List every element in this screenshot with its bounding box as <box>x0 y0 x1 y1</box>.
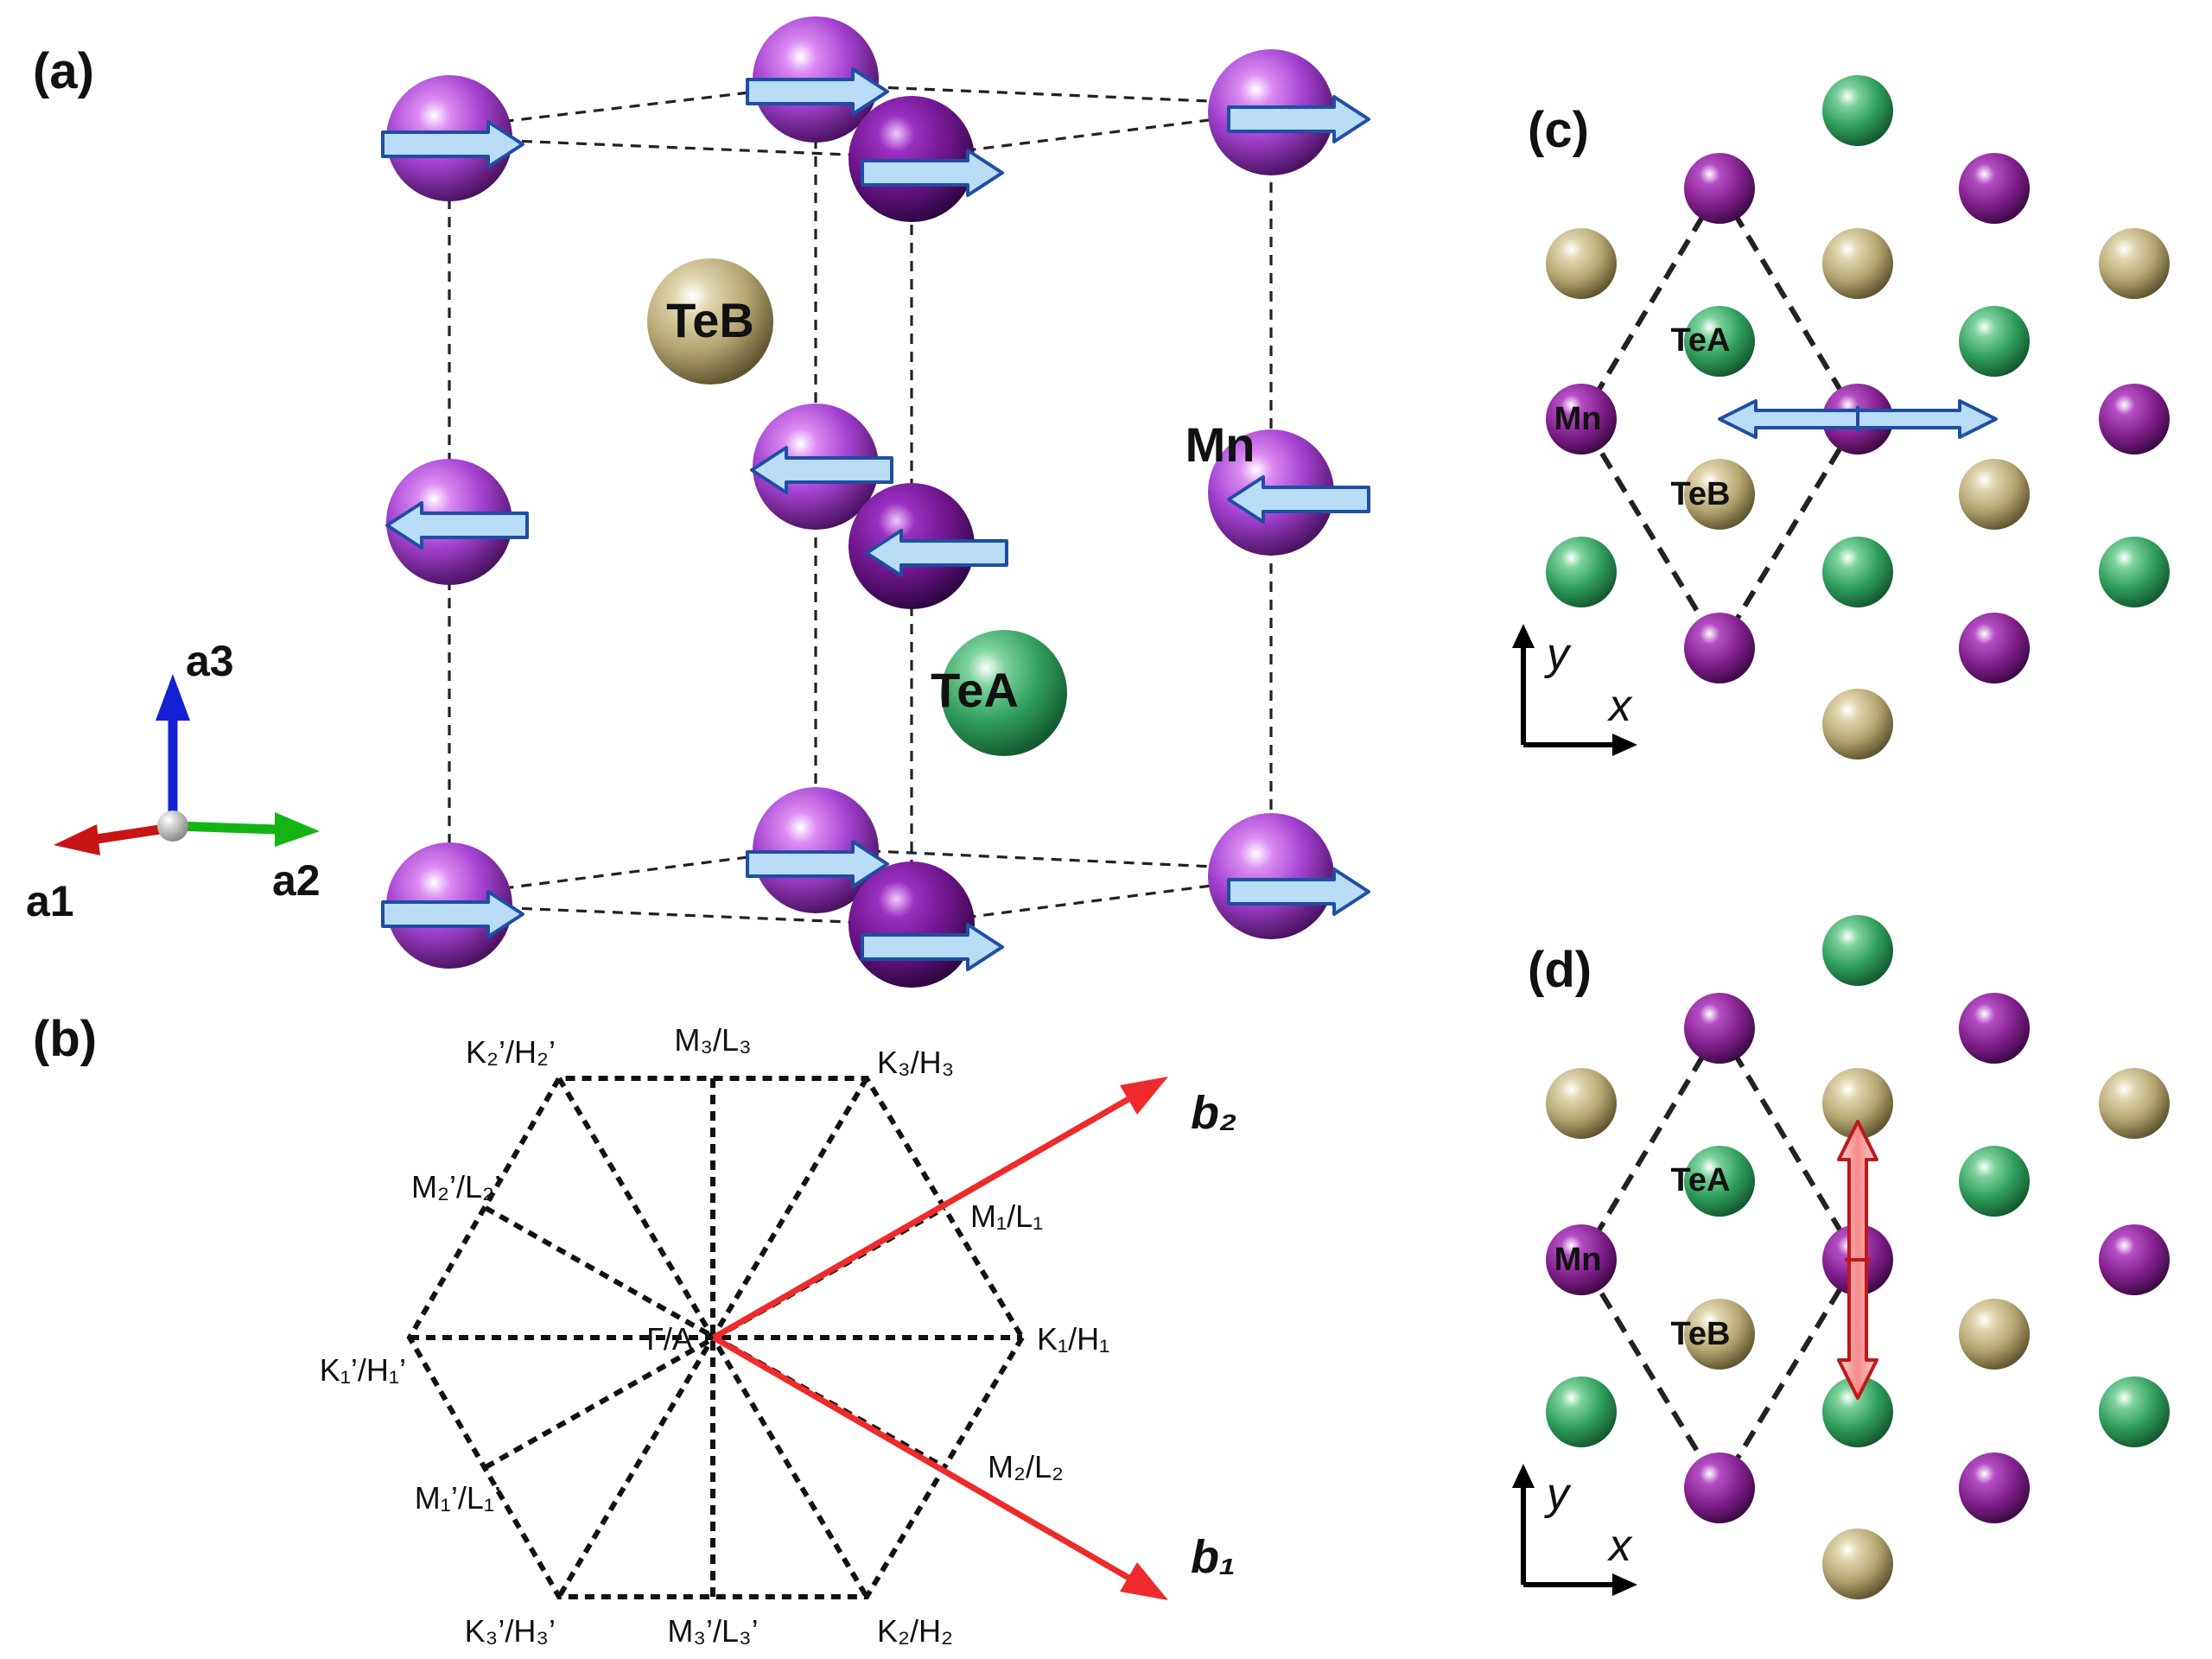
mn-atom-small <box>1684 613 1755 683</box>
axis-a1-label: a1 <box>26 877 74 925</box>
tea-atom-small <box>1959 306 2030 377</box>
spin-arrow <box>1227 868 1370 916</box>
mn-label: Mn <box>1185 417 1255 472</box>
mn-atom-small <box>1959 153 2030 224</box>
teb-atom-small <box>1822 1068 1893 1139</box>
mn-atom-small <box>1546 384 1617 454</box>
bz-m2p-label: M₂’/L₂’ <box>411 1169 501 1205</box>
x-axis-label-d: x <box>1606 1521 1633 1571</box>
spin-arrow <box>865 529 1008 577</box>
tea-atom-small <box>1684 1146 1755 1217</box>
bz-m1p-label: M₁’/L₁’ <box>415 1480 501 1516</box>
panel-label-a: (a) <box>33 43 94 99</box>
spin-arrows-left <box>385 446 1370 577</box>
spin-arrow <box>746 840 889 888</box>
spin-arrow <box>1227 475 1370 524</box>
tea-atom-small <box>1822 537 1893 607</box>
teb-atom-small <box>1822 228 1893 299</box>
mn-label-c: Mn <box>1554 401 1602 437</box>
mn-atom-small <box>2099 384 2170 454</box>
tea-atom-small <box>1959 1146 2030 1217</box>
panel-label-d: (d) <box>1528 942 1592 998</box>
reciprocal-vectors: b₂ b₁ <box>712 1077 1237 1600</box>
tea-atom-small <box>1546 1376 1617 1447</box>
spin-arrow <box>1227 95 1370 143</box>
b1-label: b₁ <box>1191 1531 1236 1583</box>
mn-atoms <box>386 16 1334 988</box>
mn-atom-small <box>1684 1452 1755 1523</box>
bz-m1-label: M₁/L₁ <box>970 1198 1043 1234</box>
teb-label: TeB <box>666 293 754 347</box>
mn-atom-small <box>2099 1224 2170 1295</box>
spin-arrow <box>861 149 1004 197</box>
mn-atom-bot-3 <box>1208 813 1334 939</box>
tea-atom-small <box>1684 306 1755 377</box>
mn-atom-small <box>1684 993 1755 1064</box>
spin-arrow <box>861 923 1004 971</box>
teb-atom-small <box>1546 228 1617 299</box>
topview-d: TeA TeB Mn y x <box>1512 915 2170 1599</box>
y-axis-label-d: y <box>1544 1469 1572 1519</box>
panel-label-b: (b) <box>33 1011 97 1067</box>
spin-arrow <box>381 890 524 938</box>
tea-atom-small <box>1822 1376 1893 1447</box>
teb-atom <box>647 258 773 385</box>
tea-atom-small <box>2099 1376 2170 1447</box>
spin-arrows-right <box>381 67 1370 971</box>
topview-c: TeA TeB Mn y x <box>1512 75 2170 760</box>
bz-k2-label: K₂/H₂ <box>877 1613 953 1649</box>
spin-arrow <box>381 120 524 168</box>
spin-arrow <box>746 67 889 116</box>
b2-label: b₂ <box>1191 1087 1237 1139</box>
bz-center-label: Γ/A <box>646 1321 693 1357</box>
tea-atom-small <box>1822 915 1893 986</box>
panel-label-c: (c) <box>1528 102 1589 158</box>
mn-atom-small <box>1684 153 1755 224</box>
tea-atom <box>941 630 1067 756</box>
bz-k2p-label: K₂’/H₂’ <box>466 1034 556 1070</box>
tea-label-d: TeA <box>1671 1162 1731 1198</box>
teb-atom-small <box>2099 1068 2170 1139</box>
axis-a2-label: a2 <box>272 856 321 905</box>
teb-atom-small <box>1546 1068 1617 1139</box>
teb-atom-small <box>1959 459 2030 530</box>
teb-label-c: TeB <box>1671 476 1731 512</box>
bz-m2-label: M₂/L₂ <box>988 1449 1064 1484</box>
bz-m3-label: M₃/L₃ <box>674 1022 751 1058</box>
bz-k1p-label: K₁’/H₁’ <box>320 1352 406 1388</box>
teb-atom-small <box>1822 689 1893 760</box>
bz-m3p-label: M₃’/L₃’ <box>667 1613 758 1649</box>
spin-arrow <box>750 446 893 494</box>
bz-k1-label: K₁/H₁ <box>1037 1321 1109 1357</box>
tea-label: TeA <box>931 663 1019 717</box>
teb-atom-small <box>2099 228 2170 299</box>
x-axis-label-c: x <box>1606 681 1633 731</box>
spin-arrow <box>385 501 529 550</box>
y-axis-label-c: y <box>1544 629 1572 679</box>
teb-label-d: TeB <box>1671 1316 1731 1352</box>
mn-atom-small <box>1959 613 2030 683</box>
teb-atom-small <box>1684 1299 1755 1370</box>
tea-atom-small <box>2099 537 2170 607</box>
teb-atom-small <box>1684 459 1755 530</box>
mn-label-d: Mn <box>1554 1242 1602 1278</box>
mn-atom-bot-4 <box>849 861 975 988</box>
teb-atom-small <box>1959 1299 2030 1370</box>
bz-k3-label: K₃/H₃ <box>877 1045 954 1080</box>
mn-atom-small <box>1546 1224 1617 1295</box>
tea-label-c: TeA <box>1671 322 1731 359</box>
mn-atom-small <box>1959 993 2030 1064</box>
tea-atom-small <box>1822 75 1893 146</box>
bz-labels: Γ/A K₁/H₁ K₂/H₂ K₃/H₃ K₁’/H₁’ K₂’/H₂’ K₃… <box>320 1022 1110 1649</box>
bz-k3p-label: K₃’/H₃’ <box>465 1613 556 1649</box>
mn-atom-small <box>1959 1452 2030 1523</box>
lattice-axes: a1 a2 a3 <box>26 637 321 925</box>
teb-atom-small <box>1822 1529 1893 1599</box>
tea-atom-small <box>1546 537 1617 607</box>
axis-a3-label: a3 <box>186 637 234 685</box>
